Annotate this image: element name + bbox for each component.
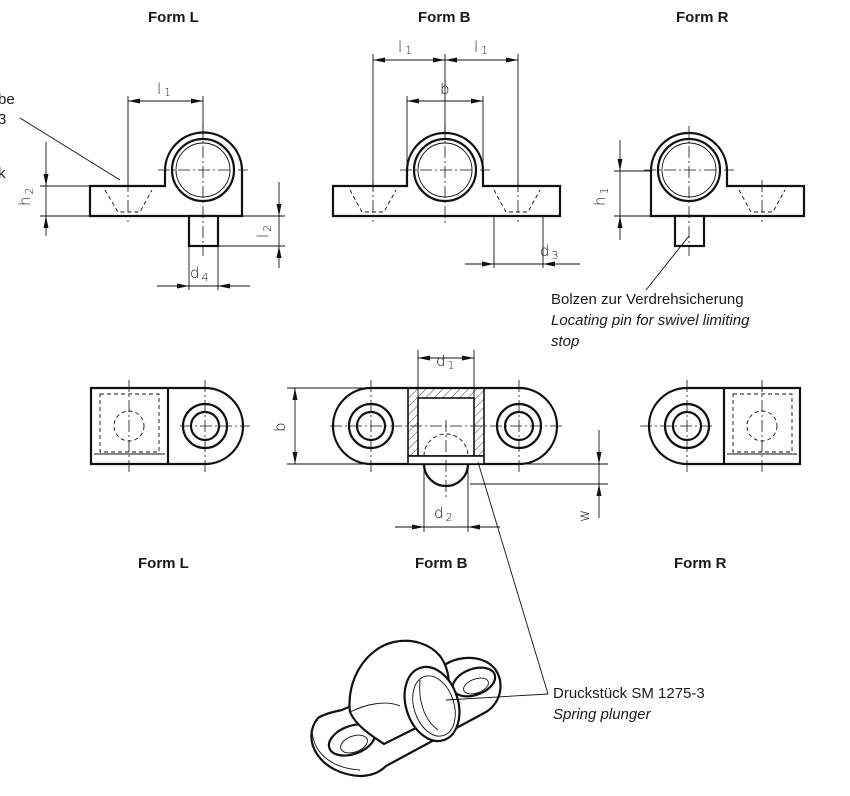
front-view-form-b: [331, 54, 580, 268]
callout-pin-en-1: Locating pin for swivel limiting: [551, 312, 750, 329]
title-form-b-bottom: Form B: [415, 555, 468, 572]
callout-plunger-de: Druckstück SM 1275-3: [553, 685, 705, 702]
front-view-form-l: [40, 96, 285, 290]
partial-label-2: 3: [0, 111, 6, 128]
title-form-r-top: Form R: [676, 9, 729, 26]
front-view-form-r: [614, 126, 806, 291]
isometric-view: [310, 639, 502, 778]
callout-pin-de: Bolzen zur Verdrehsicherung: [551, 291, 744, 308]
callout-pin-en-2: stop: [551, 333, 579, 350]
partial-label-3: k: [0, 165, 6, 182]
leader-plunger: [445, 693, 549, 701]
top-view-form-b: [287, 350, 608, 695]
title-form-l-top: Form L: [148, 9, 199, 26]
title-form-b-top: Form B: [418, 9, 471, 26]
title-form-l-bottom: Form L: [138, 555, 189, 572]
dim-h1: h1: [591, 187, 611, 206]
dim-h2: h2: [16, 187, 36, 206]
top-view-form-l: [89, 380, 250, 472]
partial-label-1: be: [0, 91, 15, 108]
dim-l2: l2: [254, 225, 274, 238]
dim-b-top: b: [271, 422, 289, 432]
top-view-form-r: [640, 380, 802, 472]
leader-partial: [19, 117, 121, 181]
dim-b-front: b: [440, 80, 450, 98]
title-form-r-bottom: Form R: [674, 555, 727, 572]
callout-plunger-en: Spring plunger: [553, 706, 652, 723]
dim-w: w: [575, 510, 593, 522]
